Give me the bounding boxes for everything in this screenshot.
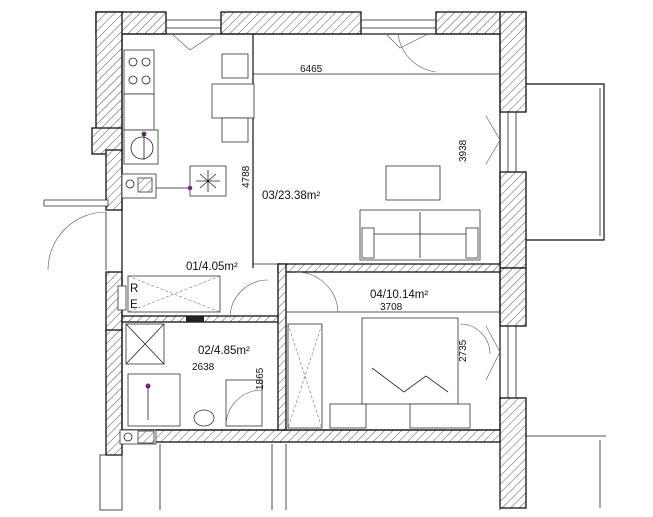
burner-icon: [128, 57, 138, 67]
wall-bottom: [121, 429, 501, 443]
door-swing: [295, 271, 339, 313]
bedroom: [287, 317, 491, 429]
kitchen-sink: [123, 129, 159, 165]
dim-bedroom-width: 3708: [380, 302, 403, 313]
dim-bath-width: 2638: [192, 362, 215, 373]
balcony: [485, 83, 606, 508]
electrical-panel: [117, 285, 127, 311]
shower: [127, 373, 181, 427]
wall-bedroom-top: [277, 263, 501, 273]
kitchen: [121, 49, 255, 199]
marker-e: E: [130, 299, 138, 311]
openings-top: [166, 19, 437, 73]
burner-icon: [141, 75, 151, 85]
dim-living-height-left: 4788: [241, 165, 252, 188]
labels: 01/4.05m² 02/4.85m² 03/23.38m² 04/10.14m…: [130, 64, 469, 390]
window-swing: [459, 323, 491, 355]
machine-cross: [125, 323, 165, 365]
bed: [361, 317, 459, 405]
outer-walls: [91, 11, 527, 511]
wall-bedroom-left: [277, 263, 287, 431]
wardrobe-cross: [287, 323, 323, 429]
boiler-flue: [137, 430, 155, 444]
window-swing: [385, 33, 429, 49]
dining-table: [211, 83, 255, 119]
nightstand: [329, 403, 367, 429]
toilet: [193, 409, 215, 427]
wall-left-upper: [95, 11, 123, 138]
stove: [123, 49, 155, 95]
sofa-arm: [465, 227, 479, 259]
chair: [221, 53, 249, 79]
shower-arc: [225, 389, 263, 427]
wall-right-lower-a: [499, 267, 527, 327]
wardrobe-cross: [127, 275, 221, 313]
door-swing: [47, 211, 107, 271]
wall-top-middle: [220, 11, 362, 35]
hallway: [117, 271, 339, 322]
wall-right-middle: [499, 171, 527, 269]
marker-r: R: [130, 283, 138, 295]
sink-bowl: [130, 136, 154, 160]
living-furniture: [359, 165, 481, 261]
counter: [123, 93, 155, 131]
door-step: [43, 199, 109, 207]
sofa-arm: [361, 227, 375, 259]
foundation: [159, 444, 501, 510]
balcony-railing: [526, 83, 605, 241]
fan-icon: [196, 170, 220, 192]
dim-living-width: 6465: [300, 64, 323, 75]
dim-bath-height: 1865: [255, 367, 266, 390]
connector-icon: [187, 185, 193, 191]
bed-blanket-fold: [371, 367, 449, 393]
bathtub-corner: [225, 379, 263, 427]
burner-icon: [141, 57, 151, 67]
room-label-01: 01/4.05m²: [186, 261, 238, 273]
window-swing: [485, 115, 501, 165]
wall-right-lower-b: [499, 397, 527, 509]
dim-living-height-right: 3938: [458, 139, 469, 162]
window-swing: [485, 325, 501, 381]
room-label-03: 03/23.38m²: [262, 190, 320, 202]
door-threshold: [186, 316, 204, 322]
interior-outline: [121, 33, 501, 431]
coffee-table: [385, 165, 441, 201]
nightstand: [409, 403, 471, 429]
hall-wardrobe: [127, 275, 221, 313]
wall-left-footing: [99, 454, 123, 511]
bathroom: [119, 323, 263, 445]
room-label-02: 02/4.85m²: [198, 345, 250, 357]
door-swing: [229, 279, 269, 319]
dim-bedroom-height: 2735: [458, 339, 469, 362]
window-swing: [171, 33, 215, 51]
burner-icon: [128, 75, 138, 85]
entry-door: [43, 199, 109, 271]
wall-right-upper: [499, 11, 527, 113]
chair: [221, 117, 249, 143]
boiler-flue: [137, 177, 153, 193]
wall-left-lower: [105, 329, 123, 456]
room-label-04: 04/10.14m²: [370, 289, 428, 301]
door-swing: [397, 33, 437, 73]
boiler-icon: [123, 432, 133, 442]
boiler-icon: [125, 179, 135, 189]
